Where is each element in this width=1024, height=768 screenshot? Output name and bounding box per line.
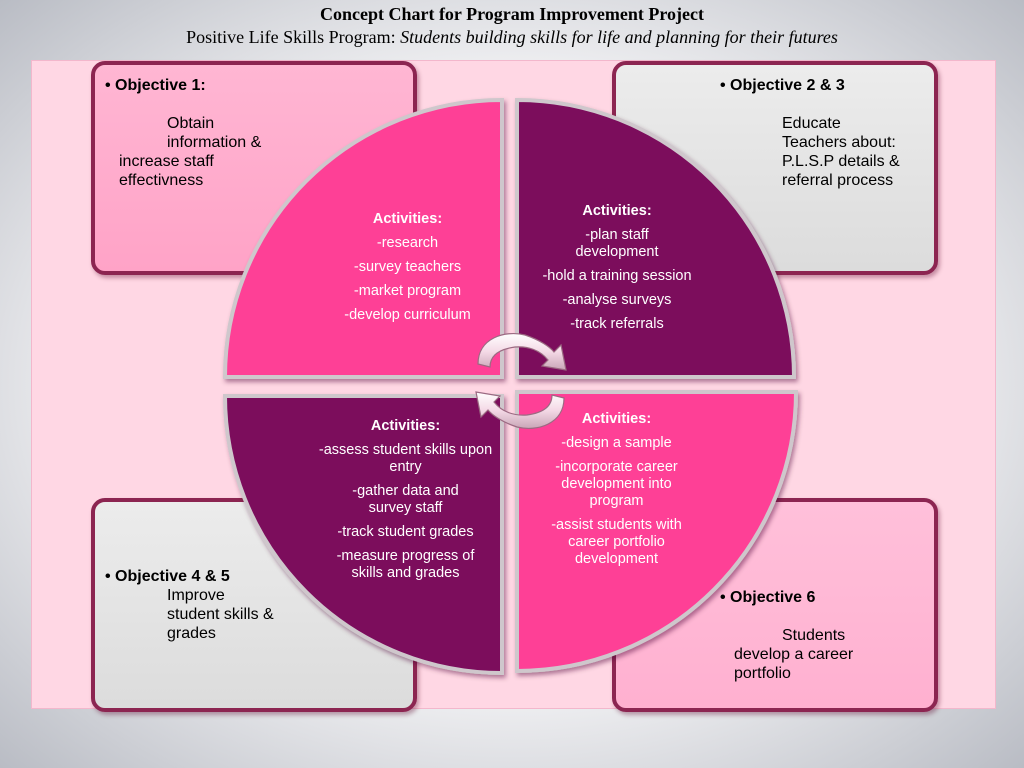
objective-4-5-line-1: Improve <box>167 587 225 604</box>
objective-6-heading: • Objective 6 <box>720 589 816 606</box>
objective-2-3-line-3: P.L.S.P details & <box>782 153 900 170</box>
page-subtitle: Positive Life Skills Program: Students b… <box>0 27 1024 48</box>
quadrant-top-right <box>515 97 797 379</box>
objective-4-5-line-2: student skills & <box>167 606 274 623</box>
objective-1-line-2: information & <box>167 134 262 151</box>
quadrant-bottom-right <box>515 390 799 674</box>
activity-item: -assist students with career portfolio d… <box>551 517 682 567</box>
activities-heading: Activities: <box>581 411 652 427</box>
objective-2-3-line-2: Teachers about: <box>782 134 896 151</box>
objective-6-line-2: develop a career <box>734 646 854 663</box>
subtitle-tagline: Students building skills for life and pl… <box>400 27 838 47</box>
activities-top-right: Activities: -plan staff development -hol… <box>527 203 707 340</box>
activities-top-left: Activities: -research -survey teachers -… <box>325 211 490 331</box>
activity-item: -assess student skills upon entry <box>318 442 493 475</box>
activity-item: -survey teachers <box>353 259 462 275</box>
objective-1-line-1: Obtain <box>167 115 215 132</box>
quadrant-top-left <box>222 97 504 379</box>
objective-6-line-1: Students <box>782 627 846 644</box>
activity-item: -market program <box>353 283 462 299</box>
activity-item: -plan staff development <box>575 227 659 260</box>
objective-4-5-heading: • Objective 4 & 5 <box>105 568 230 585</box>
activities-heading: Activities: <box>582 203 652 219</box>
activities-bottom-right: Activities: -design a sample -incorporat… <box>534 411 699 575</box>
activities-bottom-left: Activities: -assess student skills upon … <box>318 418 493 589</box>
subtitle-program: Positive Life Skills Program: <box>186 27 401 47</box>
objective-1-line-3: increase staff <box>119 153 214 170</box>
activity-item: -incorporate career development into pro… <box>555 459 678 509</box>
objective-1-heading: • Objective 1: <box>105 77 206 94</box>
objective-2-3-line-4: referral process <box>782 172 894 189</box>
activity-item: -track student grades <box>337 524 474 540</box>
activities-heading: Activities: <box>372 211 443 227</box>
objective-2-3-heading: • Objective 2 & 3 <box>720 77 845 94</box>
activity-item: -hold a training session <box>542 268 692 284</box>
quadrant-bottom-left <box>222 394 504 676</box>
objective-2-3-line-1: Educate <box>782 115 841 132</box>
activity-item: -gather data and survey staff <box>352 483 459 516</box>
cycle-arrows-icon <box>475 333 567 429</box>
objective-4-5-line-3: grades <box>167 625 216 642</box>
objective-6-line-3: portfolio <box>734 665 791 682</box>
objective-1-line-4: effectivness <box>119 172 204 189</box>
activities-heading: Activities: <box>370 418 441 434</box>
page-title: Concept Chart for Program Improvement Pr… <box>319 4 705 24</box>
activity-item: -develop curriculum <box>344 307 471 323</box>
activity-item: -research <box>376 235 439 251</box>
activity-item: -measure progress of skills and grades <box>336 548 475 581</box>
activity-item: -design a sample <box>561 435 672 451</box>
activity-item: -track referrals <box>570 316 664 332</box>
activity-item: -analyse surveys <box>562 292 672 308</box>
